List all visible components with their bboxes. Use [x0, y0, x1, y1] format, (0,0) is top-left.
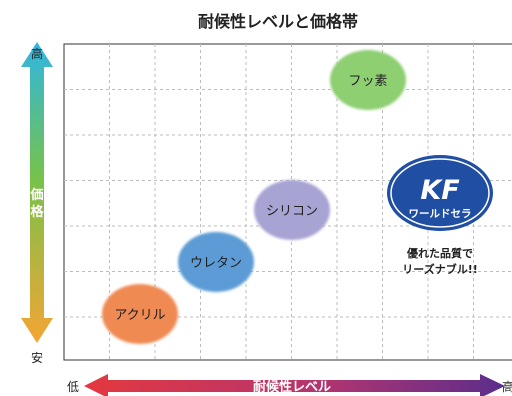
y-axis-title-char-2: 格 — [30, 204, 44, 220]
data-point-label: アクリル — [114, 308, 165, 323]
data-point-3: シリコン — [254, 180, 330, 240]
y-axis-arrow — [21, 42, 53, 343]
y-axis-high-label: 高 — [31, 46, 43, 61]
data-point-1: アクリル — [102, 284, 178, 344]
chart-title: 耐候性レベルと価格帯 — [198, 12, 358, 31]
data-point-label: ウレタン — [190, 256, 242, 271]
data-point-blob — [178, 232, 254, 292]
data-point-2: ウレタン — [178, 232, 254, 292]
brand-mark: KF — [420, 175, 460, 206]
brand-badge — [387, 155, 493, 231]
data-points: アクリル ウレタン シリコン フッ素 — [102, 50, 406, 344]
brand-badge-ring — [390, 158, 490, 228]
y-axis-low-label: 安 — [31, 350, 43, 365]
data-point-label: フッ素 — [348, 74, 387, 89]
data-point-blob — [330, 50, 406, 110]
brand-note-line-2: リーズナブル!! — [402, 262, 477, 276]
x-axis-high-label: 高 — [502, 379, 512, 394]
brand-note-line-1: 優れた品質で — [406, 246, 473, 260]
x-axis-title: 耐候性レベル — [253, 379, 331, 395]
data-point-label: シリコン — [266, 204, 318, 219]
data-point-blob — [254, 180, 330, 240]
brand-name: ワールドセラ — [409, 208, 472, 220]
data-point-blob — [102, 284, 178, 344]
x-axis-arrow — [84, 374, 505, 396]
brand-callout: KF ワールドセラ 優れた品質で リーズナブル!! — [387, 155, 493, 276]
x-axis-low-label: 低 — [67, 380, 79, 394]
data-point-4: フッ素 — [330, 50, 406, 110]
y-axis-title-char-1: 価 — [29, 187, 43, 203]
